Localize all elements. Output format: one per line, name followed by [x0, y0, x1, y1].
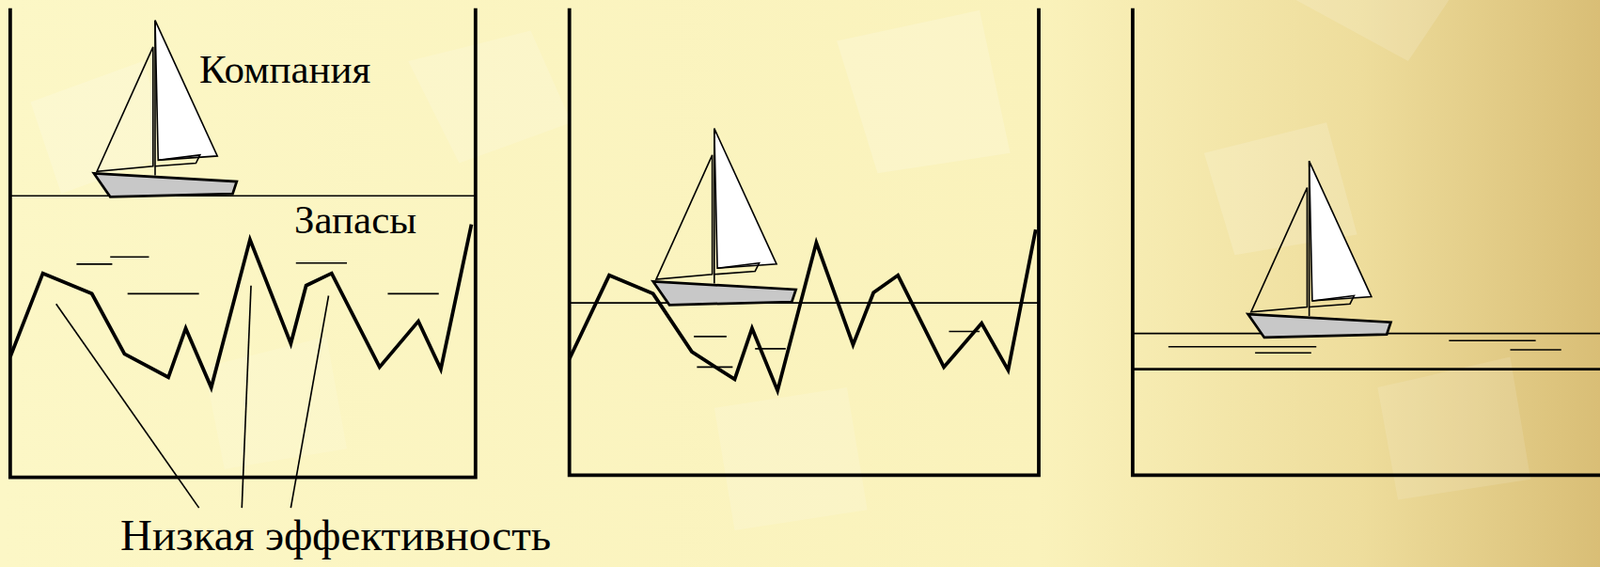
- tank-middle: [569, 8, 1039, 476]
- water-ripples: [1448, 339, 1536, 342]
- rocks-left: [10, 224, 472, 389]
- rocks-left: [10, 224, 472, 389]
- sailboat: [94, 20, 237, 198]
- sailboat: [1248, 160, 1392, 338]
- caption-label: Низкая эффективность: [120, 513, 551, 558]
- tank-left: [10, 8, 476, 478]
- water-ripples: [76, 256, 439, 294]
- water-ripples: [948, 330, 980, 333]
- water-ripples: [696, 366, 733, 369]
- water-ripples: [1168, 340, 1562, 353]
- background: [836, 10, 1011, 174]
- sailboat: [94, 20, 237, 198]
- tank-middle: [569, 8, 1039, 476]
- background: [1296, 0, 1450, 62]
- water-ripples: [1168, 345, 1317, 348]
- background: [714, 387, 868, 531]
- leader-line: [56, 285, 330, 508]
- water-ripples: [127, 293, 200, 296]
- company-label: Компания: [199, 48, 371, 90]
- tank-right: [1132, 367, 1600, 371]
- tank-middle: [569, 301, 1039, 304]
- sailboat: [653, 128, 797, 306]
- inventory-label: Запасы: [294, 199, 417, 240]
- tank-right: [1132, 8, 1600, 476]
- sailboat: [653, 128, 797, 306]
- water-ripples: [387, 293, 439, 296]
- water-ripples: [1509, 348, 1561, 351]
- rocks-middle: [569, 229, 1036, 391]
- water-ripples: [1254, 351, 1312, 354]
- background: [1377, 357, 1531, 501]
- tank-right: [1132, 8, 1600, 476]
- water-ripples: [693, 330, 980, 367]
- leader-line: [290, 296, 329, 509]
- sailboat: [1248, 160, 1392, 338]
- water-ripples: [754, 347, 786, 350]
- tank-left: [10, 8, 476, 478]
- tank-left: [10, 194, 476, 197]
- leader-line: [56, 303, 200, 508]
- water-ripples: [76, 263, 112, 266]
- water-ripples: [693, 335, 727, 338]
- water-ripples: [109, 255, 149, 258]
- background: [407, 31, 572, 164]
- water-ripples: [296, 262, 347, 265]
- background: [203, 336, 347, 470]
- leader-line: [241, 285, 251, 508]
- rocks-middle: [569, 229, 1036, 391]
